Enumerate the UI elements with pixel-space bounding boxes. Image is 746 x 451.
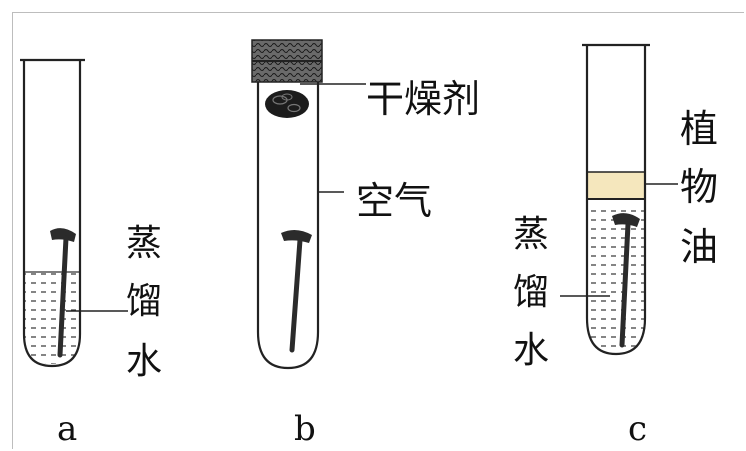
tube-c-caption: c: [628, 409, 647, 449]
tube-a: 蒸 馏 水 a: [20, 58, 162, 449]
tube-c-water-label-line-1: 蒸: [513, 214, 549, 255]
tube-c-water: [587, 203, 645, 352]
nail-icon: [281, 229, 312, 353]
tube-a-label-line-3: 水: [126, 341, 162, 382]
tube-c-oil: [587, 172, 645, 198]
tube-c-water-label-line-3: 水: [513, 330, 549, 371]
oil-label-line-1: 植: [680, 107, 718, 151]
air-label: 空气: [356, 179, 432, 223]
figure-frame: [12, 12, 744, 449]
tube-c-glass: [585, 45, 647, 356]
tube-a-glass: [22, 60, 82, 368]
nail-icon: [612, 213, 640, 348]
tube-c: 植 物 油 蒸 馏 水 c: [513, 43, 718, 449]
tube-b-caption: b: [294, 409, 316, 449]
nail-icon: [50, 228, 76, 358]
desiccant-icon: [265, 90, 309, 118]
oil-label-line-3: 油: [680, 225, 718, 269]
tube-a-water: [24, 272, 80, 364]
tube-c-water-label-line-2: 馏: [513, 272, 549, 313]
tube-b: 干燥剂 空气 b: [251, 39, 480, 449]
tube-a-label-line-2: 馏: [126, 281, 162, 322]
oil-label-line-2: 物: [680, 165, 718, 209]
tube-b-glass: [256, 82, 320, 370]
tube-a-label-line-1: 蒸: [126, 223, 162, 264]
tube-a-caption: a: [57, 409, 77, 449]
desiccant-label: 干燥剂: [366, 77, 480, 121]
